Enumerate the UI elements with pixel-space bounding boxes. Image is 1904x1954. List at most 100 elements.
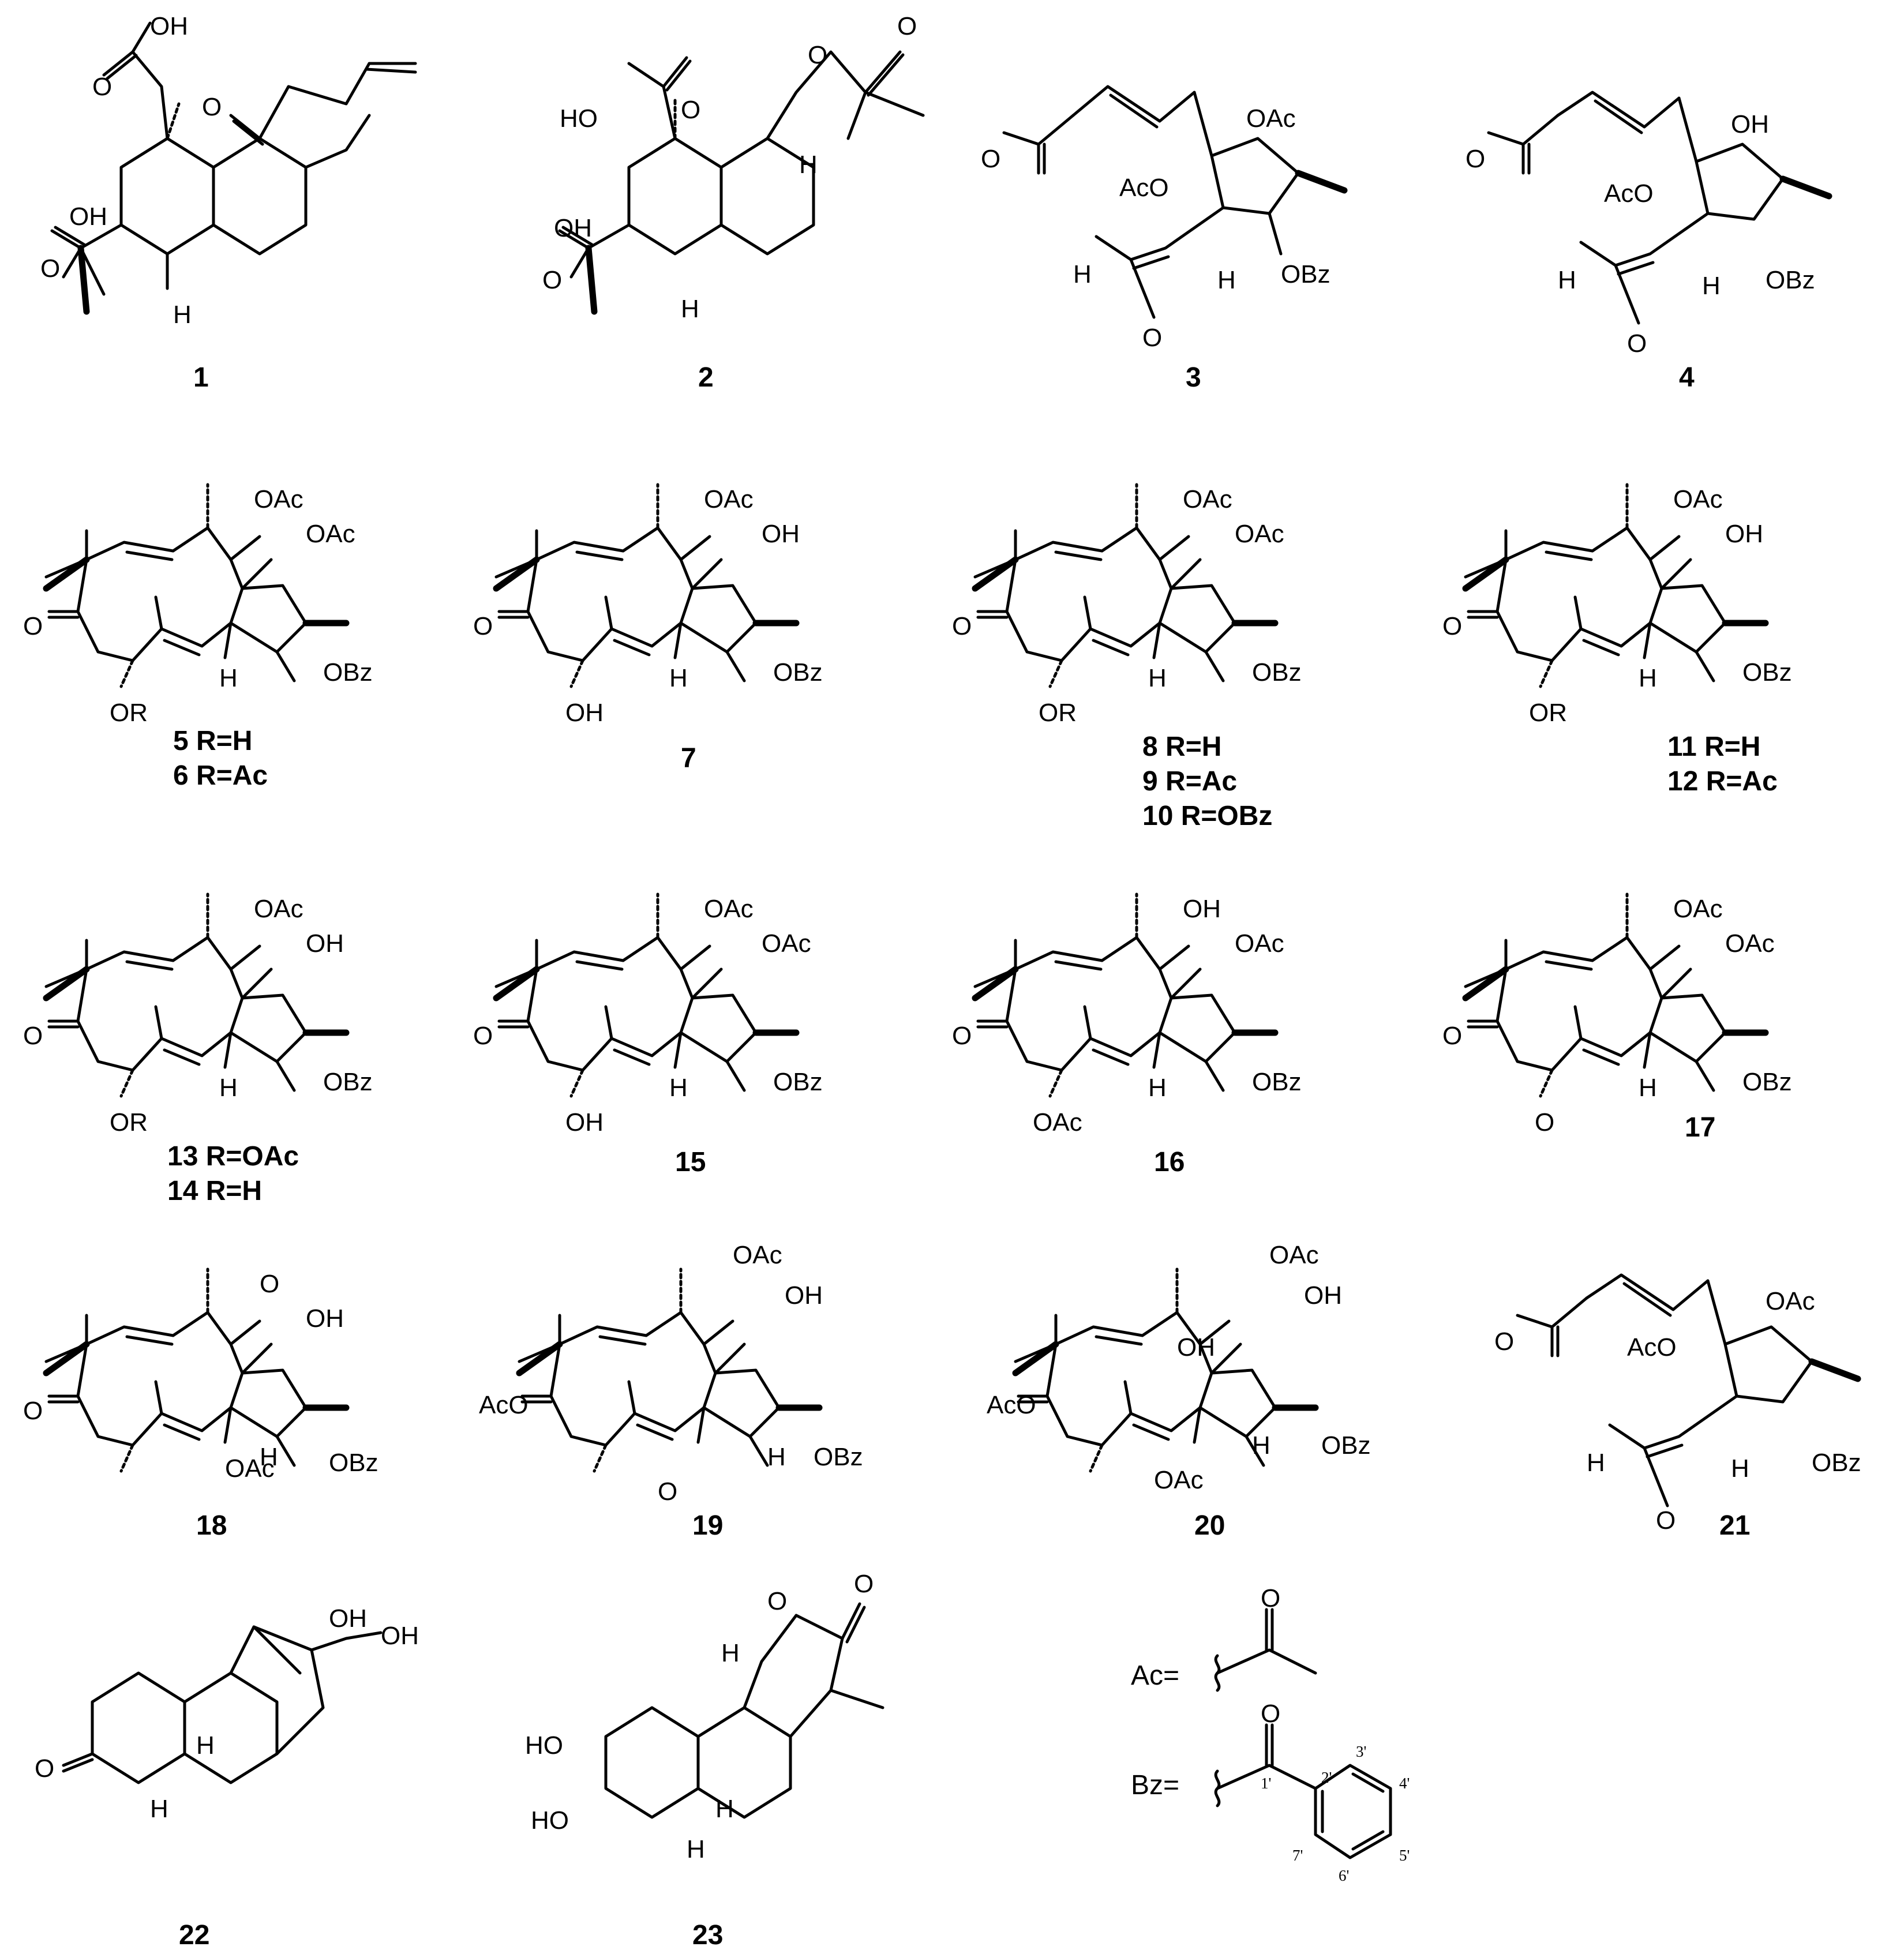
group-label: OAc bbox=[762, 929, 811, 958]
compound-17: OAc OAc O O H OBz 17 bbox=[1442, 894, 1792, 1143]
group-label: O bbox=[23, 612, 43, 640]
bz-number: 2' bbox=[1321, 1769, 1332, 1786]
group-label: H bbox=[1639, 664, 1657, 692]
group-label: O bbox=[1466, 145, 1485, 173]
group-label: O bbox=[952, 612, 972, 640]
group-label: OBz bbox=[323, 658, 373, 687]
group-label: AcO bbox=[479, 1391, 529, 1419]
compound-label: 22 bbox=[179, 1920, 209, 1951]
group-label: OBz bbox=[814, 1443, 863, 1471]
group-label: H bbox=[1702, 272, 1721, 300]
group-label: AcO bbox=[1604, 179, 1654, 208]
group-label: OH bbox=[306, 1304, 344, 1333]
compound-label: 13 R=OAc bbox=[167, 1141, 299, 1172]
compound-7: OAc OH O OH H OBz 7 bbox=[473, 485, 823, 774]
group-label: O bbox=[1656, 1506, 1676, 1535]
compound-8-10: OAc OAc O OR H OBz 8 R=H 9 R=Ac 10 R=OBz bbox=[952, 485, 1302, 831]
compound-4: O OH AcO H O H OBz 4 bbox=[1466, 91, 1832, 393]
compound-5-6: OAc OAc O OR H OBz 5 R=H 6 R=Ac bbox=[23, 485, 373, 791]
group-label: OAc bbox=[1033, 1108, 1082, 1137]
compound-label: 19 bbox=[692, 1510, 723, 1541]
group-label: AcO bbox=[1627, 1333, 1677, 1362]
group-label: O bbox=[1442, 1022, 1462, 1050]
group-label: OAc bbox=[1673, 895, 1723, 923]
compound-2: HO O OH O O O H H 2 bbox=[542, 12, 925, 393]
compound-label: 3 bbox=[1186, 362, 1201, 393]
legend-ac-label: Ac= bbox=[1131, 1660, 1179, 1691]
legend: Ac= O Bz= O 1' 2' 3' 4' 5' 6' 7' bbox=[1131, 1584, 1410, 1884]
compound-label: 5 R=H bbox=[173, 726, 252, 756]
group-label: OBz bbox=[1281, 260, 1330, 288]
compound-label: 8 R=H bbox=[1142, 732, 1221, 762]
group-label: OH bbox=[565, 1108, 604, 1137]
legend-oxygen: O bbox=[1261, 1700, 1280, 1728]
group-label: OBz bbox=[1742, 658, 1792, 687]
group-label: OAc bbox=[225, 1454, 275, 1483]
group-label: H bbox=[219, 664, 238, 692]
group-label: O bbox=[1627, 329, 1647, 358]
group-label: OAc bbox=[1183, 485, 1232, 513]
group-label: O bbox=[658, 1477, 677, 1506]
group-label: H bbox=[767, 1443, 786, 1471]
group-label: H bbox=[721, 1639, 740, 1667]
group-label: OAc bbox=[254, 895, 303, 923]
group-label: OBz bbox=[1252, 658, 1302, 687]
compound-label: 10 R=OBz bbox=[1142, 801, 1272, 831]
group-label: H bbox=[196, 1731, 215, 1760]
bz-number: 1' bbox=[1261, 1775, 1271, 1792]
group-label: H bbox=[1217, 266, 1236, 294]
group-label: OBz bbox=[1742, 1068, 1792, 1096]
bz-number: 6' bbox=[1339, 1867, 1349, 1884]
group-label: O bbox=[952, 1022, 972, 1050]
compound-label: 20 bbox=[1194, 1510, 1225, 1541]
group-label: OBz bbox=[329, 1449, 378, 1477]
group-label: OH bbox=[306, 929, 344, 958]
group-label: H bbox=[260, 1443, 278, 1471]
compound-label: 21 bbox=[1719, 1510, 1750, 1541]
group-label: OAc bbox=[254, 485, 303, 513]
group-label: O bbox=[1442, 612, 1462, 640]
group-label: H bbox=[1558, 266, 1576, 294]
bz-number: 5' bbox=[1399, 1847, 1410, 1864]
compound-label: 17 bbox=[1685, 1112, 1715, 1143]
group-label: HO bbox=[525, 1731, 563, 1760]
group-label: H bbox=[715, 1795, 734, 1823]
group-label: O bbox=[202, 93, 222, 121]
compound-16: OH OAc O OAc H OBz 16 bbox=[952, 894, 1302, 1177]
compound-label: 16 bbox=[1154, 1147, 1185, 1177]
group-label: O bbox=[473, 612, 493, 640]
group-label: O bbox=[767, 1587, 787, 1615]
group-label: H bbox=[669, 664, 688, 692]
group-label: O bbox=[23, 1397, 43, 1425]
compound-22: OH OH O H H 22 bbox=[35, 1604, 419, 1951]
group-label: OH bbox=[1731, 110, 1769, 138]
group-label: AcO bbox=[1119, 174, 1169, 202]
group-label: OAc bbox=[733, 1241, 782, 1269]
group-label: OAc bbox=[1725, 929, 1775, 958]
compound-label: 2 bbox=[698, 362, 714, 393]
group-label: H bbox=[1587, 1449, 1605, 1477]
group-label: OR bbox=[1529, 699, 1567, 727]
group-label: OAc bbox=[1235, 929, 1284, 958]
group-label: OH bbox=[554, 214, 592, 242]
compound-label: 9 R=Ac bbox=[1142, 766, 1237, 797]
group-label: HO bbox=[531, 1806, 569, 1835]
group-label: OBz bbox=[773, 658, 823, 687]
compound-1: OH OH O O O H 1 bbox=[40, 12, 417, 393]
group-label: O bbox=[92, 73, 112, 101]
group-label: OAc bbox=[306, 520, 355, 548]
compound-label: 7 bbox=[681, 743, 696, 774]
group-label: OBz bbox=[773, 1068, 823, 1096]
group-label: OH bbox=[762, 520, 800, 548]
group-label: H bbox=[150, 1795, 168, 1823]
group-label: OH bbox=[1177, 1333, 1215, 1362]
group-label: O bbox=[897, 12, 917, 40]
bz-number: 7' bbox=[1292, 1847, 1303, 1864]
group-label: O bbox=[260, 1270, 279, 1298]
group-label: OBz bbox=[323, 1068, 373, 1096]
compound-label: 4 bbox=[1679, 362, 1695, 393]
group-label: OBz bbox=[1252, 1068, 1302, 1096]
group-label: H bbox=[173, 301, 192, 329]
group-label: OH bbox=[150, 12, 188, 40]
